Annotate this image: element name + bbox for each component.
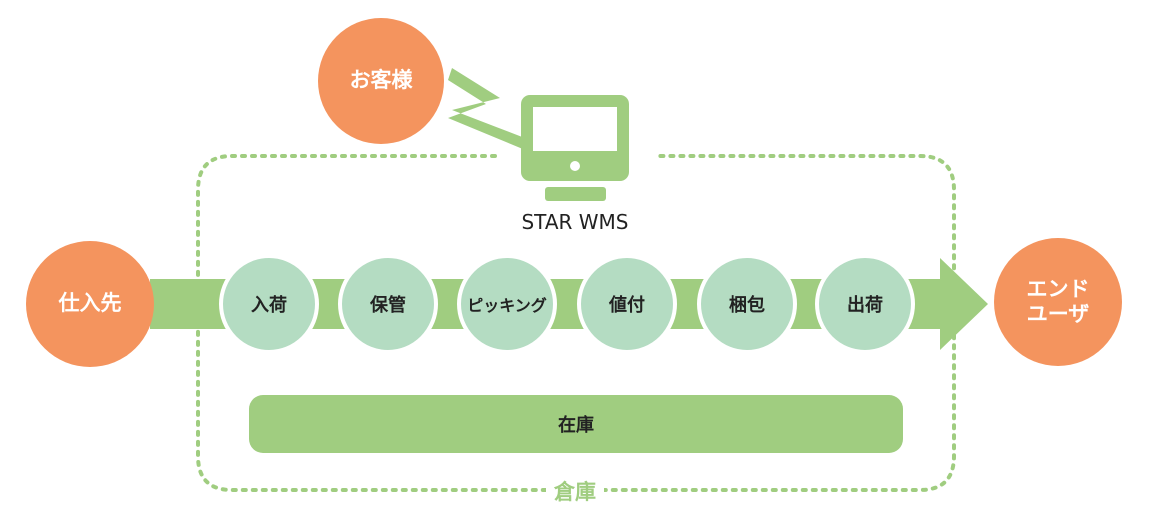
supplier-node: 仕入先 [26,241,154,367]
step-label: 保管 [370,295,406,316]
step-label: 値付 [609,295,645,316]
step-storage: 保管 [338,254,438,354]
step-label: 入荷 [251,295,287,316]
stock-label: 在庫 [558,415,594,436]
step-label: ピッキング [467,296,547,315]
end-user-label-line2: ユーザ [1026,302,1090,326]
step-shipping: 出荷 [815,254,915,354]
step-pricing: 値付 [577,254,677,354]
warehouse-label: 倉庫 [546,477,604,507]
step-label: 出荷 [847,295,883,316]
step-picking: ピッキング [457,254,557,354]
step-packing: 梱包 [697,254,797,354]
end-user-label-line1: エンド [1026,276,1090,301]
supplier-label: 仕入先 [58,291,122,316]
stock-bar: 在庫 [249,395,903,453]
system-label: STAR WMS [521,210,629,234]
monitor-icon [521,95,629,201]
step-label: 梱包 [729,295,765,316]
end-user-node: エンド ユーザ [994,238,1122,366]
customer-label: お客様 [349,68,413,93]
customer-node: お客様 [318,18,444,144]
step-receiving: 入荷 [219,254,319,354]
lightning-connector [448,68,530,152]
